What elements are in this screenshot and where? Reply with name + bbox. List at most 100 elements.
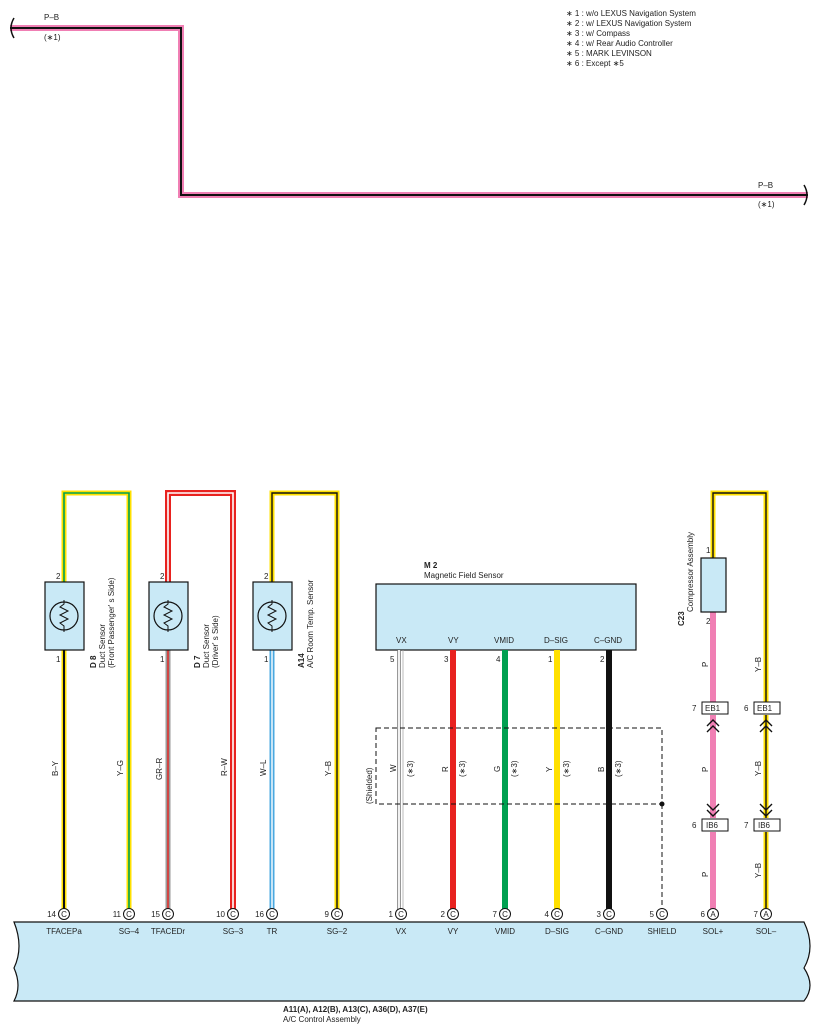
d8-wiring (61, 490, 132, 910)
pin-number: 14 (47, 910, 56, 919)
assembly-pin: C4D–SIG (545, 908, 569, 936)
connector-eb1-right: EB1 6 (744, 701, 781, 733)
d7-pin-top: 2 (160, 572, 165, 581)
connector-name: EB1 (705, 704, 721, 713)
pin-terminal-label: SOL+ (703, 927, 724, 936)
pin-number: 2 (441, 910, 446, 919)
pin-number: 10 (216, 910, 225, 919)
pin-circle (162, 908, 174, 920)
a14-ref: A14 (297, 653, 306, 668)
connector-arrow-icon (759, 719, 773, 733)
assembly-pins: C14TFACEPaC11SG–4C15TFACEDrC10SG–3C16TRC… (46, 908, 777, 936)
pin-terminal-label: SG–4 (119, 927, 140, 936)
pin-circle (266, 908, 278, 920)
sol-yb-3: Y–B (754, 863, 763, 878)
pin-terminal-label: SG–2 (327, 927, 348, 936)
shield-ground-dot (659, 801, 665, 807)
connector-eb1-left: EB1 7 (692, 701, 729, 733)
pin-circle (603, 908, 615, 920)
sol-yb-1: Y–B (754, 657, 763, 672)
pin-number: 16 (255, 910, 264, 919)
pin-number: 5 (650, 910, 655, 919)
sensor-d8: 2 1 D 8 Duct Sensor (Front Passenger' s … (44, 572, 116, 668)
pin-circle (656, 908, 668, 920)
pin-number: 11 (113, 910, 122, 919)
sol-p-2: P (701, 767, 710, 772)
assembly-refs: A11(A), A12(B), A13(C), A36(D), A37(E) (283, 1005, 428, 1014)
pin-terminal-label: VX (396, 927, 407, 936)
pin-terminal-label: VY (448, 927, 459, 936)
pin-connector-letter: C (554, 910, 560, 919)
sol-p-1: P (701, 662, 710, 667)
top-wire-color-left: P–B (44, 13, 59, 22)
sensor-d7: 2 1 D 7 Duct Sensor (Driver' s Side) (148, 572, 220, 668)
pin-circle (395, 908, 407, 920)
pin-connector-letter: C (334, 910, 340, 919)
note-2: ∗ 2 : w/ LEXUS Navigation System (566, 19, 692, 28)
sensor-wire-labels: B–Y Y–G GR–R R–W W–L Y–B (51, 758, 333, 780)
compressor-wiring (710, 490, 769, 910)
connector-name: EB1 (757, 704, 773, 713)
pin-connector-letter: C (606, 910, 612, 919)
pin-connector-letter: C (659, 910, 665, 919)
pin-circle (227, 908, 239, 920)
m2-terminal-vy: VY (448, 636, 459, 645)
wire-label-y-g: Y–G (116, 760, 125, 776)
m2-terminal-cgnd: C–GND (594, 636, 622, 645)
m2-pin-vx: 5 (390, 655, 395, 664)
wire-break-left (10, 17, 15, 39)
m2-wire-labels: W (∗3) R (∗3) G (∗3) Y (∗3) B (∗3) (389, 760, 623, 777)
m2-pin-cgnd: 2 (600, 655, 605, 664)
top-pb-wire: P–B (∗1) P–B (∗1) (10, 13, 808, 209)
pin-circle (58, 908, 70, 920)
m2-name: Magnetic Field Sensor (424, 571, 504, 580)
pin-terminal-label: TR (267, 927, 278, 936)
pin-connector-letter: C (450, 910, 456, 919)
note-3: ∗ 3 : w/ Compass (566, 29, 630, 38)
m2-wire-r: R (441, 766, 450, 772)
m2-pin-dsig: 1 (548, 655, 553, 664)
d7-detail: (Driver' s Side) (211, 615, 220, 668)
connector-pin: 7 (692, 704, 697, 713)
connector-arrow-icon (706, 803, 720, 817)
shield-box: (Shielded) (365, 727, 665, 910)
m2-pin-numbers: 5 3 4 1 2 (390, 655, 605, 664)
pin-terminal-label: D–SIG (545, 927, 569, 936)
d7-wiring (165, 490, 236, 910)
pin-connector-letter: C (502, 910, 508, 919)
d8-ref: D 8 (89, 655, 98, 668)
pin-number: 7 (754, 910, 759, 919)
m2-ref: M 2 (424, 561, 438, 570)
wire-label-gr-r: GR–R (155, 758, 164, 780)
d8-name: Duct Sensor (98, 624, 107, 668)
pin-terminal-label: TFACEDr (151, 927, 186, 936)
pin-number: 4 (545, 910, 550, 919)
connector-pin: 6 (692, 821, 697, 830)
note-1: ∗ 1 : w/o LEXUS Navigation System (566, 9, 696, 18)
m2-terminal-dsig: D–SIG (544, 636, 568, 645)
m2-pin-vmid: 4 (496, 655, 501, 664)
assembly-name: A/C Control Assembly (283, 1015, 361, 1024)
ac-control-assembly: A11(A), A12(B), A13(C), A36(D), A37(E) A… (13, 921, 811, 1024)
m2-wire-y: Y (545, 766, 554, 772)
pin-number: 7 (493, 910, 498, 919)
a14-wiring (269, 490, 340, 910)
pin-circle (760, 908, 772, 920)
pin-connector-letter: C (230, 910, 236, 919)
wire-label-r-w: R–W (220, 758, 229, 776)
connector-pin: 7 (744, 821, 749, 830)
pin-terminal-label: TFACEPa (46, 927, 82, 936)
pin-circle (551, 908, 563, 920)
a14-name: A/C Room Temp. Sensor (306, 579, 315, 668)
m2-pin-vy: 3 (444, 655, 449, 664)
pin-connector-letter: C (165, 910, 171, 919)
connector-pin: 6 (744, 704, 749, 713)
compressor-pin-bottom: 2 (706, 617, 711, 626)
pin-number: 6 (701, 910, 706, 919)
